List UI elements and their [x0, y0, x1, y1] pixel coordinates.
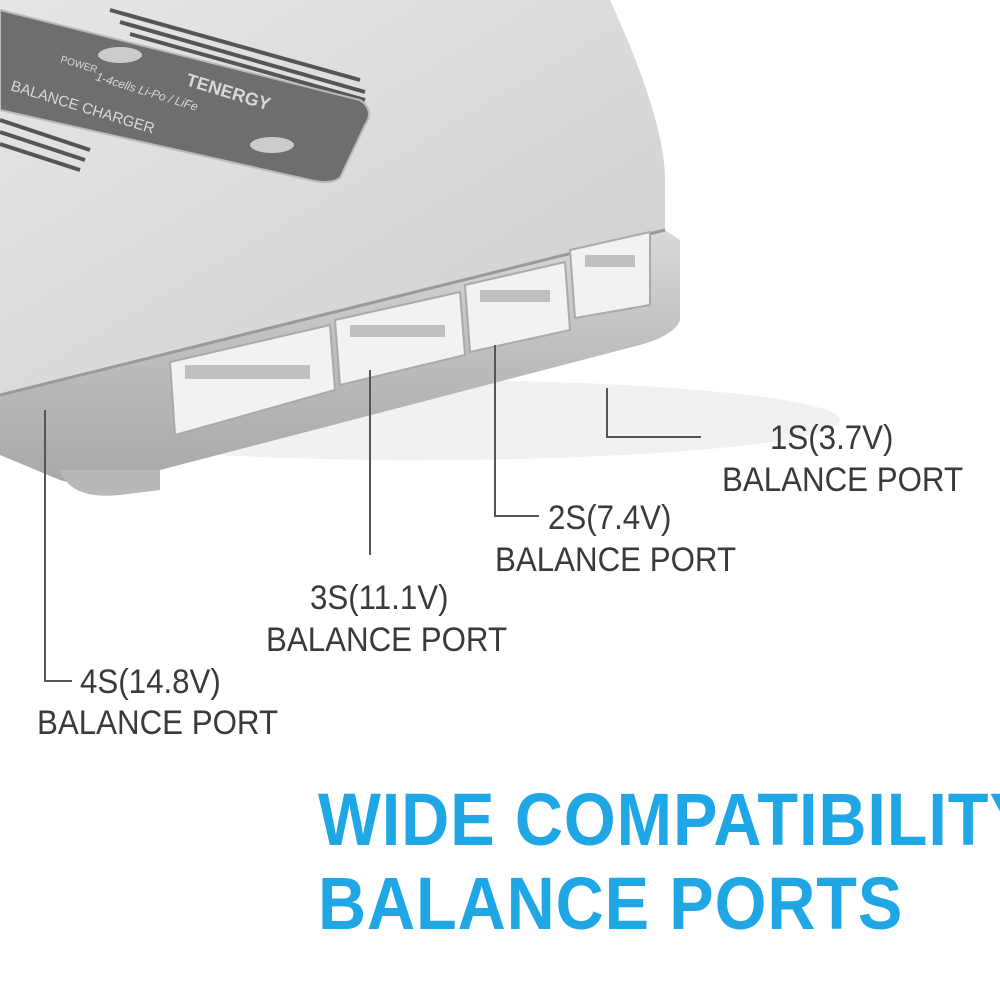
power-led — [98, 47, 142, 63]
callout-4s-label: BALANCE PORT — [37, 704, 279, 742]
callout-2s-label: BALANCE PORT — [495, 541, 737, 579]
port-2s — [463, 260, 572, 354]
headline-line-2: BALANCE PORTS — [318, 862, 904, 945]
headline-line-1: WIDE COMPATIBILITY — [318, 778, 1000, 861]
device-edge — [0, 228, 666, 397]
port-3s-pins — [350, 325, 445, 337]
callout-2s-voltage: 2S(7.4V) — [548, 499, 672, 537]
status-led — [250, 137, 294, 153]
callout-4s-voltage: 4S(14.8V) — [80, 663, 221, 701]
callout-3s-voltage: 3S(11.1V) — [310, 579, 449, 617]
callout-1s-voltage: 1S(3.7V) — [770, 419, 894, 457]
callout-line-4s — [44, 410, 46, 682]
callout-line-3s — [369, 370, 371, 555]
balance-charger-device: POWER TENERGY 1-4cells Li-Po / LiFe BALA… — [0, 0, 840, 496]
callout-1s-label: BALANCE PORT — [722, 461, 964, 499]
device-foot — [60, 470, 160, 496]
callout-line-2s — [494, 345, 496, 517]
vent-slots — [0, 8, 366, 172]
callout-line-1s — [606, 388, 608, 438]
port-1s-pins — [585, 255, 635, 267]
callout-line-2s-h — [494, 515, 539, 517]
port-3s — [333, 290, 467, 387]
callout-3s-label: BALANCE PORT — [266, 621, 508, 659]
port-1s — [568, 230, 651, 320]
callout-line-4s-h — [44, 680, 72, 682]
port-4s — [168, 323, 337, 437]
port-2s-pins — [480, 290, 550, 302]
port-4s-pins — [185, 365, 310, 379]
callout-line-1s-h — [606, 436, 701, 438]
